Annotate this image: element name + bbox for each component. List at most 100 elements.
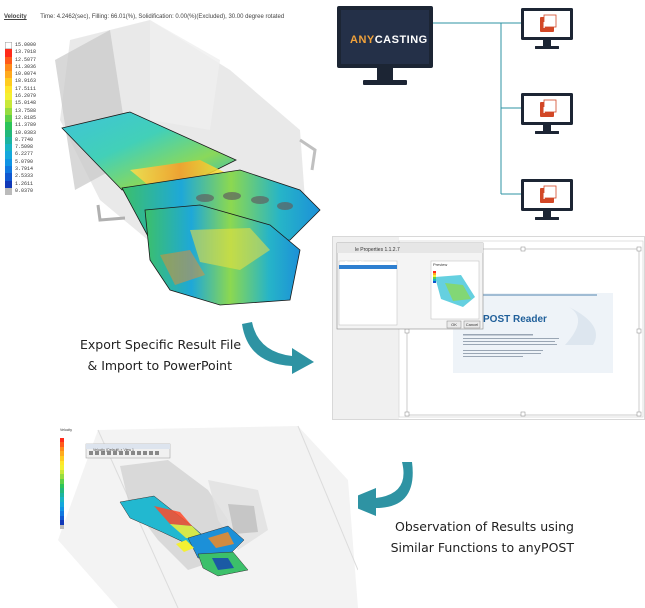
legend-row: 18.9163 [5,78,43,86]
legend-row: 0.0370 [5,187,43,196]
monitor-powerpoint-2: P [521,93,573,134]
legend-small-swatch [60,483,64,489]
monitor-powerpoint-3: P [521,179,573,220]
caption-observe: Observation of Results using Similar Fun… [382,516,574,558]
legend-small-row [60,488,72,493]
legend-swatch [5,114,12,123]
legend-swatch [5,122,12,130]
monitor-powerpoint-1: P [521,8,573,49]
legend-small-swatch [60,474,64,479]
legend-swatch [5,107,12,115]
legend-small-row [60,483,72,489]
legend-row: 13.7588 [5,107,43,115]
legend-small-row [60,478,72,484]
legend-label: 13.7018 [15,49,37,56]
legend-small-swatch [60,433,64,438]
legend-small-row [60,497,72,502]
svg-text:P: P [543,192,549,201]
reader-title: POST Reader [483,314,547,325]
velocity-legend-small: Velocity [60,428,73,530]
legend-row: 15.0000 [5,42,43,50]
legend-label: 3.7914 [15,166,34,173]
caption-export: Export Specific Result File & Import to … [80,334,242,376]
legend-swatch [5,71,12,79]
legend-small-swatch [60,442,64,447]
legend-row: 13.7018 [5,49,43,57]
svg-text:P: P [543,21,549,30]
caption-export-line1: Export Specific Result File [80,337,242,352]
legend-label: 1.2611 [15,180,34,187]
dialog-list-item[interactable]: g Result File [341,260,367,265]
legend-small-row [60,455,72,461]
legend-swatch [5,93,12,101]
legend-row: 10.0383 [5,129,43,137]
simulation-render-top [55,20,321,306]
legend-swatch [5,136,12,145]
legend-row: 3.7914 [5,166,43,174]
legend-small-swatch [60,515,64,521]
legend-label: 10.0074 [15,71,37,78]
legend-small-swatch [60,506,64,512]
legend-row: 5.0790 [5,158,43,167]
legend-small-swatch [60,478,64,484]
legend-row: 10.0074 [5,71,43,79]
legend-small-swatch [60,524,64,530]
legend-label: 15.0000 [15,42,37,48]
anycasting-logo: ANYCASTING [350,34,428,46]
legend-row: 15.0148 [5,100,43,108]
legend-small-swatch [60,455,64,461]
legend-small-row [60,442,72,447]
simulation-header: Velocity Time: 4.2462(sec), Filling: 66.… [4,14,284,20]
legend-small-row [60,437,72,443]
legend-label: 11.3789 [15,122,37,129]
legend-row: 2.5333 [5,173,43,181]
legend-small-swatch [60,465,64,470]
dialog-cancel-button[interactable]: Cancel [465,322,479,327]
legend-swatch [5,129,12,137]
legend-small-title: Velocity [60,428,73,432]
legend-swatch [5,49,12,57]
legend-small-swatch [60,511,64,516]
legend-small-row [60,469,72,475]
legend-label: 5.0790 [15,158,34,165]
caption-observe-line1: Observation of Results using [395,519,574,534]
legend-row: 12.8185 [5,114,43,123]
legend-swatch [5,78,12,86]
legend-swatch [5,166,12,174]
legend-row: 11.3036 [5,63,43,72]
legend-small-row [60,460,72,466]
legend-small-row [60,474,72,479]
dialog-ok-button[interactable]: OK [451,322,457,327]
legend-small-swatch [60,446,64,452]
dialog-preview-label: Preview [433,262,448,267]
legend-small-row [60,492,72,498]
legend-label: 11.3036 [15,63,37,70]
arrow-export-icon [242,322,314,374]
legend-row: 17.5111 [5,85,43,94]
legend-label: 17.5111 [15,85,37,92]
legend-label: 12.8185 [15,114,37,121]
legend-label: 18.9163 [15,78,37,85]
ppt-canvas [333,237,644,419]
monitor-main [337,6,433,85]
legend-row: 7.5098 [5,144,43,152]
legend-label: 10.0383 [15,129,37,136]
legend-small-row [60,451,72,456]
legend-label: 8.7740 [15,136,34,143]
legend-small-row [60,433,72,438]
legend-small-swatch [60,501,64,507]
legend-small-swatch [60,437,64,443]
legend-swatch [5,144,12,152]
caption-observe-line2: Similar Functions to anyPOST [390,540,574,555]
legend-label: 6.2277 [15,151,34,158]
legend-swatch [5,85,12,94]
legend-row: 12.5077 [5,56,43,64]
sim-toolbar-title[interactable]: Velocity (Default) × View 1 [93,448,134,452]
legend-swatch [5,173,12,181]
legend-small-swatch [60,497,64,502]
caption-export-line2: & Import to PowerPoint [87,358,232,373]
legend-swatch [5,42,12,50]
legend-row: 16.2079 [5,93,43,101]
legend-label: 16.2079 [15,93,37,100]
simulation-render-bottom [58,420,358,608]
